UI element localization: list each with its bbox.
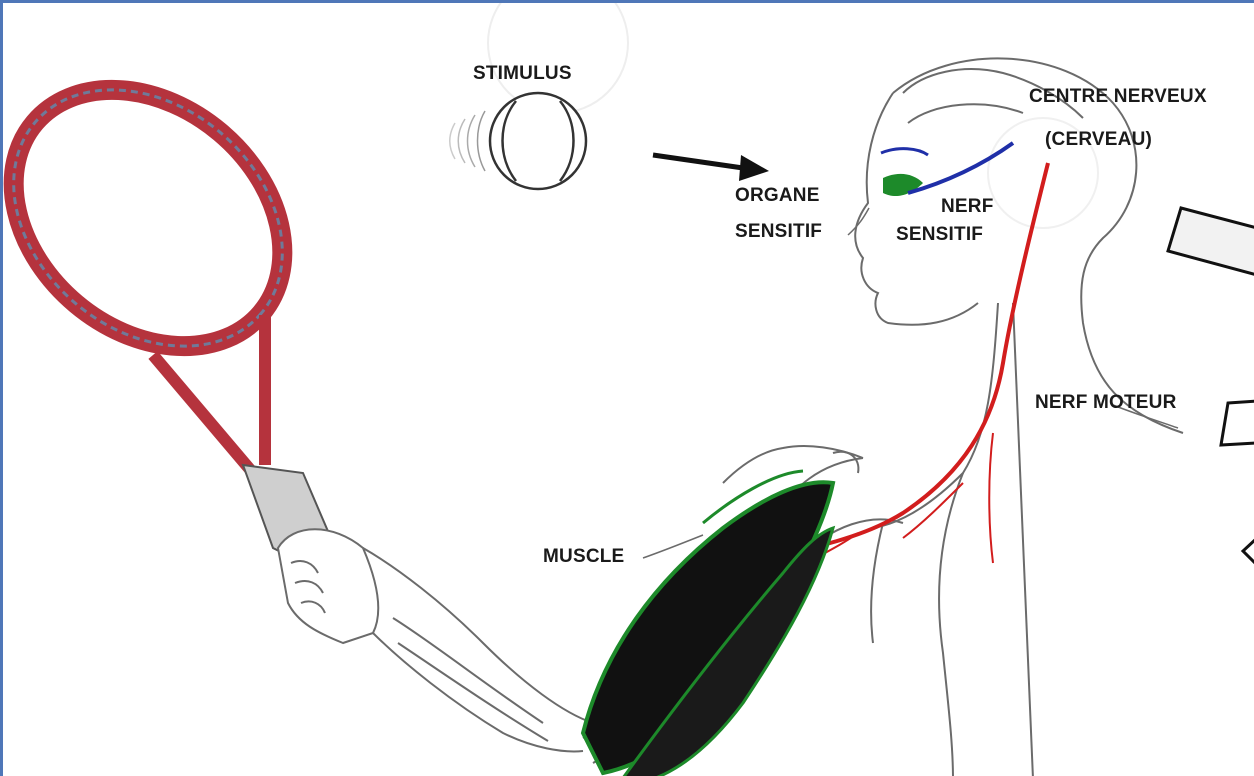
centre-nerveux-label: CENTRE NERVEUX (1029, 85, 1207, 108)
right-edge-shapes (1168, 208, 1254, 565)
sensory-nerve-path (908, 143, 1013, 193)
organe-sensitif-label-line1: ORGANE (735, 184, 820, 207)
stimulus-label: STIMULUS (473, 62, 572, 85)
nerf-sensitif-label-line1: NERF (941, 195, 994, 218)
biceps-muscle (583, 471, 833, 776)
tennis-ball-icon (450, 93, 586, 189)
arrow-right-icon (653, 155, 769, 181)
reflex-arc-illustration (3, 3, 1254, 776)
nerf-moteur-label: NERF MOTEUR (1035, 391, 1177, 414)
nerf-sensitif-label-line2: SENSITIF (896, 223, 983, 246)
cerveau-label: (CERVEAU) (1045, 128, 1152, 151)
tennis-racket (3, 37, 333, 563)
organe-sensitif-label-line2: SENSITIF (735, 220, 822, 243)
body-outline (723, 58, 1183, 776)
muscle-label: MUSCLE (543, 545, 624, 568)
